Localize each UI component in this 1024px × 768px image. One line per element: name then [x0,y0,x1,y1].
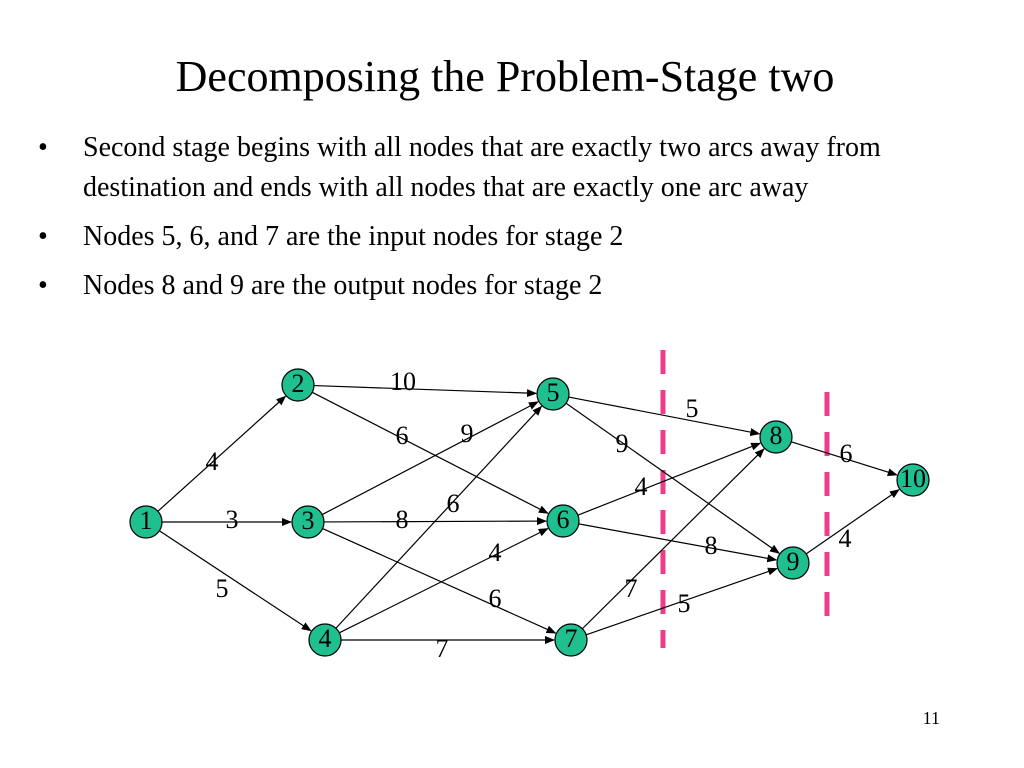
bullet-item: • Nodes 5, 6, and 7 are the input nodes … [38,217,998,257]
edge-arrow [322,528,557,634]
edge-arrow [805,489,900,555]
graph-node [776,546,810,580]
graph-node [291,505,325,539]
bullet-item: • Second stage begins with all nodes tha… [38,128,998,208]
bullet-text: Nodes 5, 6, and 7 are the input nodes fo… [83,221,624,252]
edge-weight-label: 6 [396,421,409,450]
edge-weight-label: 10 [390,367,416,396]
graph-node [281,368,315,402]
bullet-text: Nodes 8 and 9 are the output nodes for s… [83,270,603,301]
bullet-dot: • [38,132,48,163]
edge-weight-label: 7 [625,574,638,603]
edge-arrow [568,396,761,437]
edge-arrow [577,442,762,516]
node-label: 10 [900,464,926,493]
edge-arrow [157,395,287,512]
edge-arrow [335,405,543,629]
node-label: 8 [770,421,783,450]
edge-arrow [585,567,778,636]
edge-weight-label: 6 [840,439,853,468]
graph-node [759,420,793,454]
graph-node [546,504,580,538]
edge-weight-label: 8 [396,505,409,534]
node-label: 7 [565,624,578,653]
bullet-text: Second stage begins with all nodes that … [83,132,881,203]
node-label: 3 [302,506,315,535]
edge-weight-label: 6 [489,584,502,613]
edge-arrow [321,401,539,516]
edge-weight-label: 4 [206,447,219,476]
graph-node [536,377,570,411]
node-label: 1 [140,506,153,535]
bullet-dot: • [38,270,48,301]
edge-weight-label: 4 [839,524,852,553]
bullet-list: • Second stage begins with all nodes tha… [38,128,998,315]
node-label: 5 [547,378,560,407]
edge-weight-label: 4 [635,472,648,501]
edge-weight-label: 3 [226,505,239,534]
graph-node [129,505,163,539]
edge-weight-label: 9 [616,429,629,458]
edge-arrow [578,523,778,563]
graph-node [896,463,930,497]
edge-weight-label: 6 [447,489,460,518]
edge-weight-label: 9 [461,419,474,448]
edge-weight-label: 8 [705,531,718,560]
slide-title: Decomposing the Problem-Stage two [175,52,835,101]
graph-node [554,623,588,657]
edge-arrow [159,530,312,632]
edge-weight-label: 5 [678,589,691,618]
edge-arrow [791,441,898,477]
edge-arrow [313,384,538,398]
graph-node [308,623,342,657]
edge-arrow [311,391,549,514]
node-label: 2 [292,369,305,398]
node-label: 9 [787,547,800,576]
edge-weight-label: 4 [489,538,502,567]
edge-weight-label: 5 [216,574,229,603]
edge-arrow [581,448,765,630]
edge-arrow [339,528,549,634]
node-label: 6 [557,505,570,534]
bullet-item: • Nodes 8 and 9 are the output nodes for… [38,266,998,306]
bullet-dot: • [38,221,48,252]
page-number: 11 [922,708,940,728]
edge-weight-label: 7 [436,634,449,663]
node-label: 4 [319,624,332,653]
edge-weight-label: 5 [686,394,699,423]
